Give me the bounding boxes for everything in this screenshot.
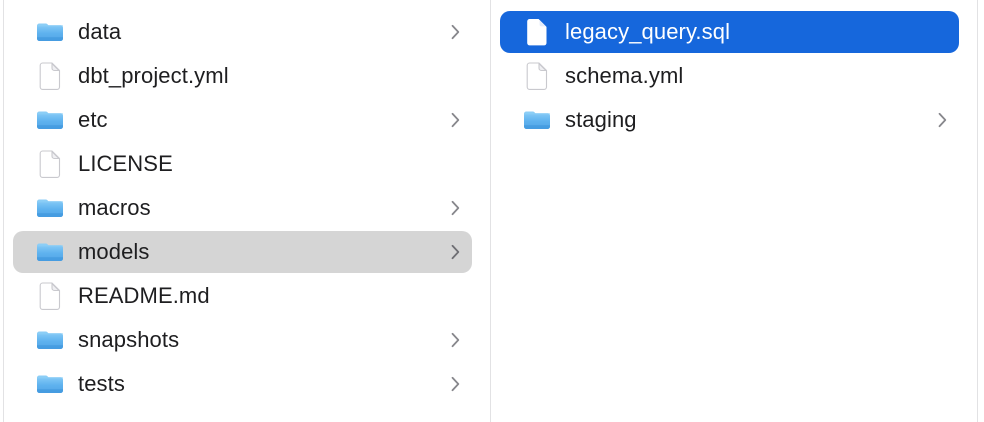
list-item-macros[interactable]: macros (13, 187, 472, 229)
list-item-label: etc (78, 107, 108, 132)
chevron-right-icon (451, 332, 460, 348)
list-item-label: schema.yml (565, 63, 684, 88)
list-item-etc[interactable]: etc (13, 99, 472, 141)
chevron-right-icon (451, 376, 460, 392)
list-item-label: staging (565, 107, 637, 132)
folder-icon (36, 370, 64, 398)
file-icon (523, 18, 551, 46)
file-icon (36, 150, 64, 178)
list-item-label: models (78, 239, 150, 264)
list-item-snapshots[interactable]: snapshots (13, 319, 472, 361)
list-item-models[interactable]: models (13, 231, 472, 273)
list-item-readme-md[interactable]: README.md (13, 275, 472, 317)
column-divider (3, 0, 4, 422)
list-item-label: README.md (78, 283, 210, 308)
column-divider[interactable] (490, 0, 491, 422)
list-item-label: tests (78, 371, 125, 396)
folder-icon (36, 194, 64, 222)
folder-icon (523, 106, 551, 134)
list-item-label: data (78, 19, 122, 44)
chevron-right-icon (451, 24, 460, 40)
list-item-label: legacy_query.sql (565, 19, 731, 44)
chevron-right-icon (451, 200, 460, 216)
chevron-right-icon (451, 244, 460, 260)
file-icon (36, 62, 64, 90)
list-item-tests[interactable]: tests (13, 363, 472, 405)
list-item-license[interactable]: LICENSE (13, 143, 472, 185)
folder-icon (36, 18, 64, 46)
list-item-label: LICENSE (78, 151, 173, 176)
chevron-right-icon (938, 112, 947, 128)
list-item-legacy-query-sql[interactable]: legacy_query.sql (500, 11, 959, 53)
list-item-label: dbt_project.yml (78, 63, 229, 88)
column-divider[interactable] (977, 0, 978, 422)
list-item-label: macros (78, 195, 151, 220)
chevron-right-icon (451, 112, 460, 128)
list-item-label: snapshots (78, 327, 180, 352)
right-column: legacy_query.sql schema.yml staging (491, 11, 977, 141)
folder-icon (36, 326, 64, 354)
list-item-data[interactable]: data (13, 11, 472, 53)
list-item-dbt-project-yml[interactable]: dbt_project.yml (13, 55, 472, 97)
folder-icon (36, 238, 64, 266)
list-item-schema-yml[interactable]: schema.yml (500, 55, 959, 97)
folder-icon (36, 106, 64, 134)
file-icon (523, 62, 551, 90)
file-icon (36, 282, 64, 310)
list-item-staging[interactable]: staging (500, 99, 959, 141)
